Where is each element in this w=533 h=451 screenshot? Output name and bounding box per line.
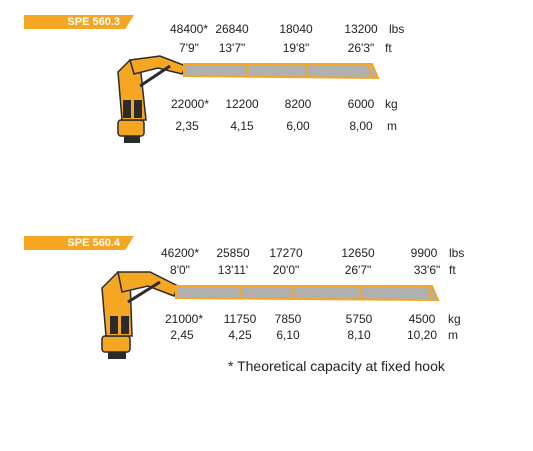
crane2-unit-m: m	[448, 328, 458, 342]
crane1-lbs-4: 13200	[344, 22, 378, 36]
crane2-unit-ft: ft	[449, 263, 456, 277]
crane1-lbs-2: 26840	[215, 22, 249, 36]
crane1-inner-arm	[129, 55, 188, 75]
crane2-kg-2: 11750	[223, 312, 257, 326]
model-tag-spe-560-3: SPE 560.3	[24, 15, 134, 29]
crane2-cylinder-right	[121, 316, 129, 334]
crane2-m-5: 10,20	[406, 328, 438, 342]
crane1-boom	[183, 63, 380, 80]
crane2-kg-4: 5750	[345, 312, 373, 326]
crane2-lbs-2: 25850	[216, 246, 250, 260]
crane1-arm-cylinder	[139, 64, 171, 88]
crane2-m-4: 8,10	[347, 328, 371, 342]
footnote: * Theoretical capacity at fixed hook	[228, 358, 445, 374]
crane2-kg-1: 21000*	[164, 312, 204, 326]
crane2-ft-2: 13'11'	[217, 263, 249, 277]
crane1-m-2: 4,15	[230, 119, 254, 133]
crane2-m-3: 6,10	[276, 328, 300, 342]
crane2-boom-section-4	[427, 285, 433, 301]
crane2-lbs-1: 46200*	[160, 246, 200, 260]
crane2-kg-5: 4500	[408, 312, 436, 326]
crane2-base-plate	[108, 352, 126, 359]
crane1-boom-section-3	[367, 63, 373, 79]
crane1-unit-lbs: lbs	[389, 22, 405, 36]
crane1-m-3: 6,00	[286, 119, 310, 133]
crane1-ft-3: 19'8"	[282, 41, 310, 55]
crane1-kg-1: 22000*	[170, 97, 210, 111]
crane2-boom-section-3	[359, 285, 363, 300]
crane1-unit-kg: kg	[385, 97, 398, 111]
crane2-ft-5: 33'6"	[413, 263, 441, 277]
crane2-m-2: 4,25	[228, 328, 252, 342]
crane1-base-plate	[124, 136, 140, 143]
crane2-m-1: 2,45	[170, 328, 194, 342]
crane1-boom-section-2	[305, 63, 309, 78]
crane1-lbs-3: 18040	[279, 22, 313, 36]
crane2-base	[101, 335, 131, 353]
crane2-unit-kg: kg	[448, 312, 461, 326]
crane2-arm-cylinder	[127, 280, 161, 304]
crane1-base	[117, 119, 145, 137]
crane1-ft-2: 13'7"	[218, 41, 246, 55]
crane1-unit-m: m	[387, 119, 397, 133]
crane1-boom-section-1	[245, 63, 249, 78]
crane1-lbs-1: 48400*	[169, 22, 209, 36]
crane1-kg-4: 6000	[347, 97, 375, 111]
crane2-ft-4: 26'7"	[344, 263, 372, 277]
crane2-cylinder-left	[110, 316, 118, 334]
crane1-kg-3: 8200	[284, 97, 312, 111]
crane2-ft-3: 20'0"	[272, 263, 300, 277]
crane2-boom-section-2	[291, 285, 295, 300]
model-tag-spe-560-4: SPE 560.4	[24, 236, 134, 250]
crane2-boom	[175, 285, 440, 302]
crane2-ft-1: 8'0"	[170, 263, 190, 277]
crane1-drawing	[117, 55, 380, 143]
crane2-unit-lbs: lbs	[449, 246, 465, 260]
crane1-m-1: 2,35	[175, 119, 199, 133]
crane2-lbs-4: 12650	[341, 246, 375, 260]
crane1-cylinder-left	[123, 100, 131, 118]
crane1-m-4: 8,00	[349, 119, 373, 133]
crane1-ft-4: 26'3"	[347, 41, 375, 55]
crane2-kg-3: 7850	[274, 312, 302, 326]
crane1-kg-2: 12200	[225, 97, 259, 111]
crane1-ft-1: 7'9"	[179, 41, 199, 55]
crane2-lbs-5: 9900	[410, 246, 438, 260]
crane1-cylinder-right	[134, 100, 142, 118]
crane1-unit-ft: ft	[385, 41, 392, 55]
crane2-lbs-3: 17270	[269, 246, 303, 260]
crane2-inner-arm	[117, 271, 179, 297]
crane2-drawing	[101, 271, 440, 359]
crane2-boom-section-1	[239, 285, 243, 300]
